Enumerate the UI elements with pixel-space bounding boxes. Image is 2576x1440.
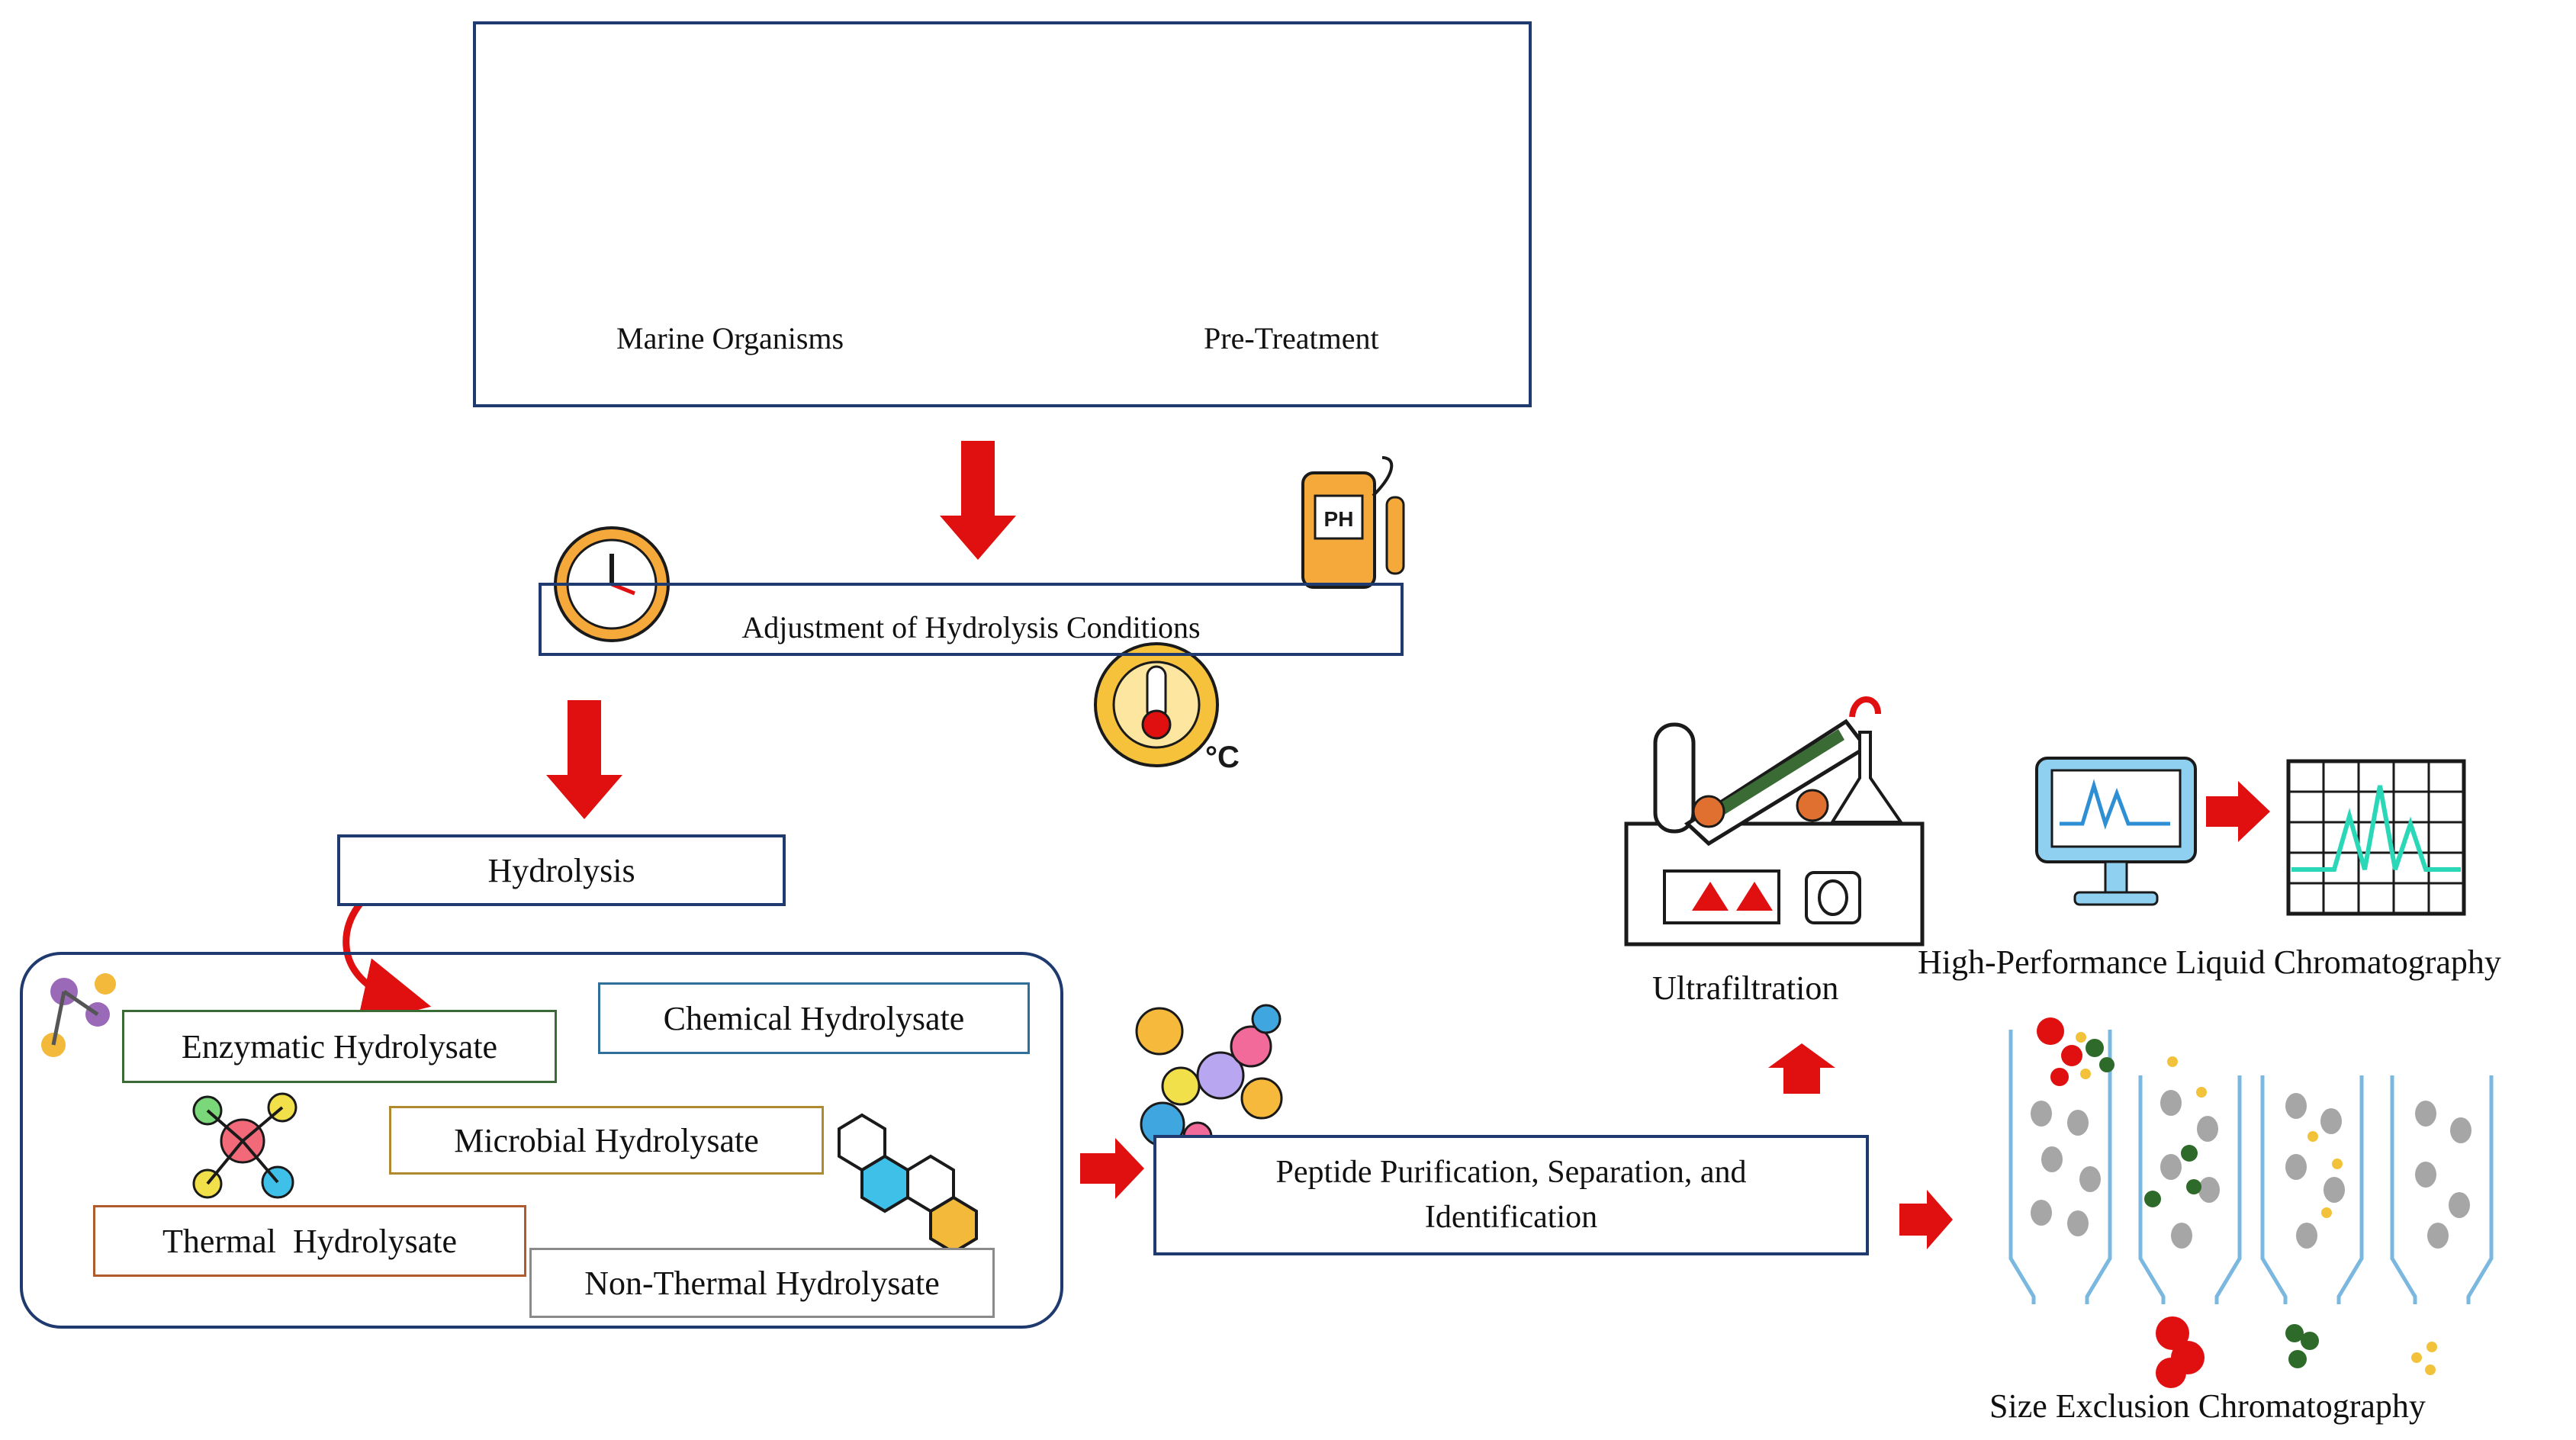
hydrolysates-panel: [20, 952, 1063, 1329]
adjustment-label: Adjustment of Hydrolysis Conditions: [741, 609, 1201, 644]
adjustment-box: Adjustment of Hydrolysis Conditions: [539, 583, 1404, 656]
enzyme-molecule-icon: [41, 973, 116, 1057]
arrow-hydrolysates-to-purification: [1080, 1138, 1144, 1199]
hplc-label: High-Performance Liquid Chromatography: [1918, 943, 2501, 981]
non-thermal-hydrolysate-box: Non-Thermal Hydrolysate: [529, 1248, 995, 1318]
thermometer-icon: °C: [1094, 642, 1240, 774]
arrow-down-to-adjustment: [940, 441, 1016, 560]
purification-box: Peptide Purification, Separation, and Id…: [1153, 1135, 1869, 1255]
size-exclusion-label: Size Exclusion Chromatography: [1989, 1387, 2426, 1425]
hydrolysis-label: Hydrolysis: [487, 851, 635, 889]
thermal-hydrolysate-box: Thermal Hydrolysate: [93, 1205, 526, 1277]
arrow-to-size-exclusion: [1899, 1190, 1953, 1249]
peptide-cluster-icon: [1135, 1004, 1283, 1152]
marine-pretreatment-panel: [473, 21, 1532, 407]
arrow-down-to-hydrolysis: [546, 700, 622, 819]
ph-meter-text: PH: [1324, 507, 1354, 531]
thermal-hydrolysate-label: Thermal Hydrolysate: [162, 1222, 458, 1260]
microbial-hydrolysate-box: Microbial Hydrolysate: [389, 1106, 824, 1175]
enzymatic-hydrolysate-box: Enzymatic Hydrolysate: [122, 1010, 557, 1083]
hplc-icon: [2035, 757, 2197, 906]
enzymatic-hydrolysate-label: Enzymatic Hydrolysate: [181, 1027, 498, 1066]
hydrolysis-box: Hydrolysis: [337, 834, 786, 906]
ultrafiltration-label: Ultrafiltration: [1652, 969, 1839, 1007]
arrow-up-to-ultrafiltration: [1768, 1043, 1835, 1094]
purification-label-line2: Identification: [1424, 1200, 1598, 1235]
arrow-hplc-inner: [2206, 781, 2270, 842]
pretreatment-label: Pre-Treatment: [1204, 321, 1379, 355]
ph-meter-icon: PH: [1301, 456, 1405, 589]
celsius-text: °C: [1205, 741, 1240, 774]
chemical-hydrolysate-label: Chemical Hydrolysate: [663, 999, 965, 1037]
size-exclusion-columns-icon: [2008, 1017, 2494, 1388]
chemical-hydrolysate-box: Chemical Hydrolysate: [598, 982, 1030, 1054]
ultrafiltration-icon: [1624, 696, 1925, 947]
marine-organisms-label: Marine Organisms: [616, 321, 844, 355]
microbial-hydrolysate-label: Microbial Hydrolysate: [454, 1121, 759, 1159]
thermal-molecule-icon: [192, 1092, 297, 1199]
purification-label-line1: Peptide Purification, Separation, and: [1275, 1155, 1747, 1191]
chromatogram-icon: [2286, 759, 2466, 916]
non-thermal-hydrolysate-label: Non-Thermal Hydrolysate: [584, 1264, 940, 1302]
